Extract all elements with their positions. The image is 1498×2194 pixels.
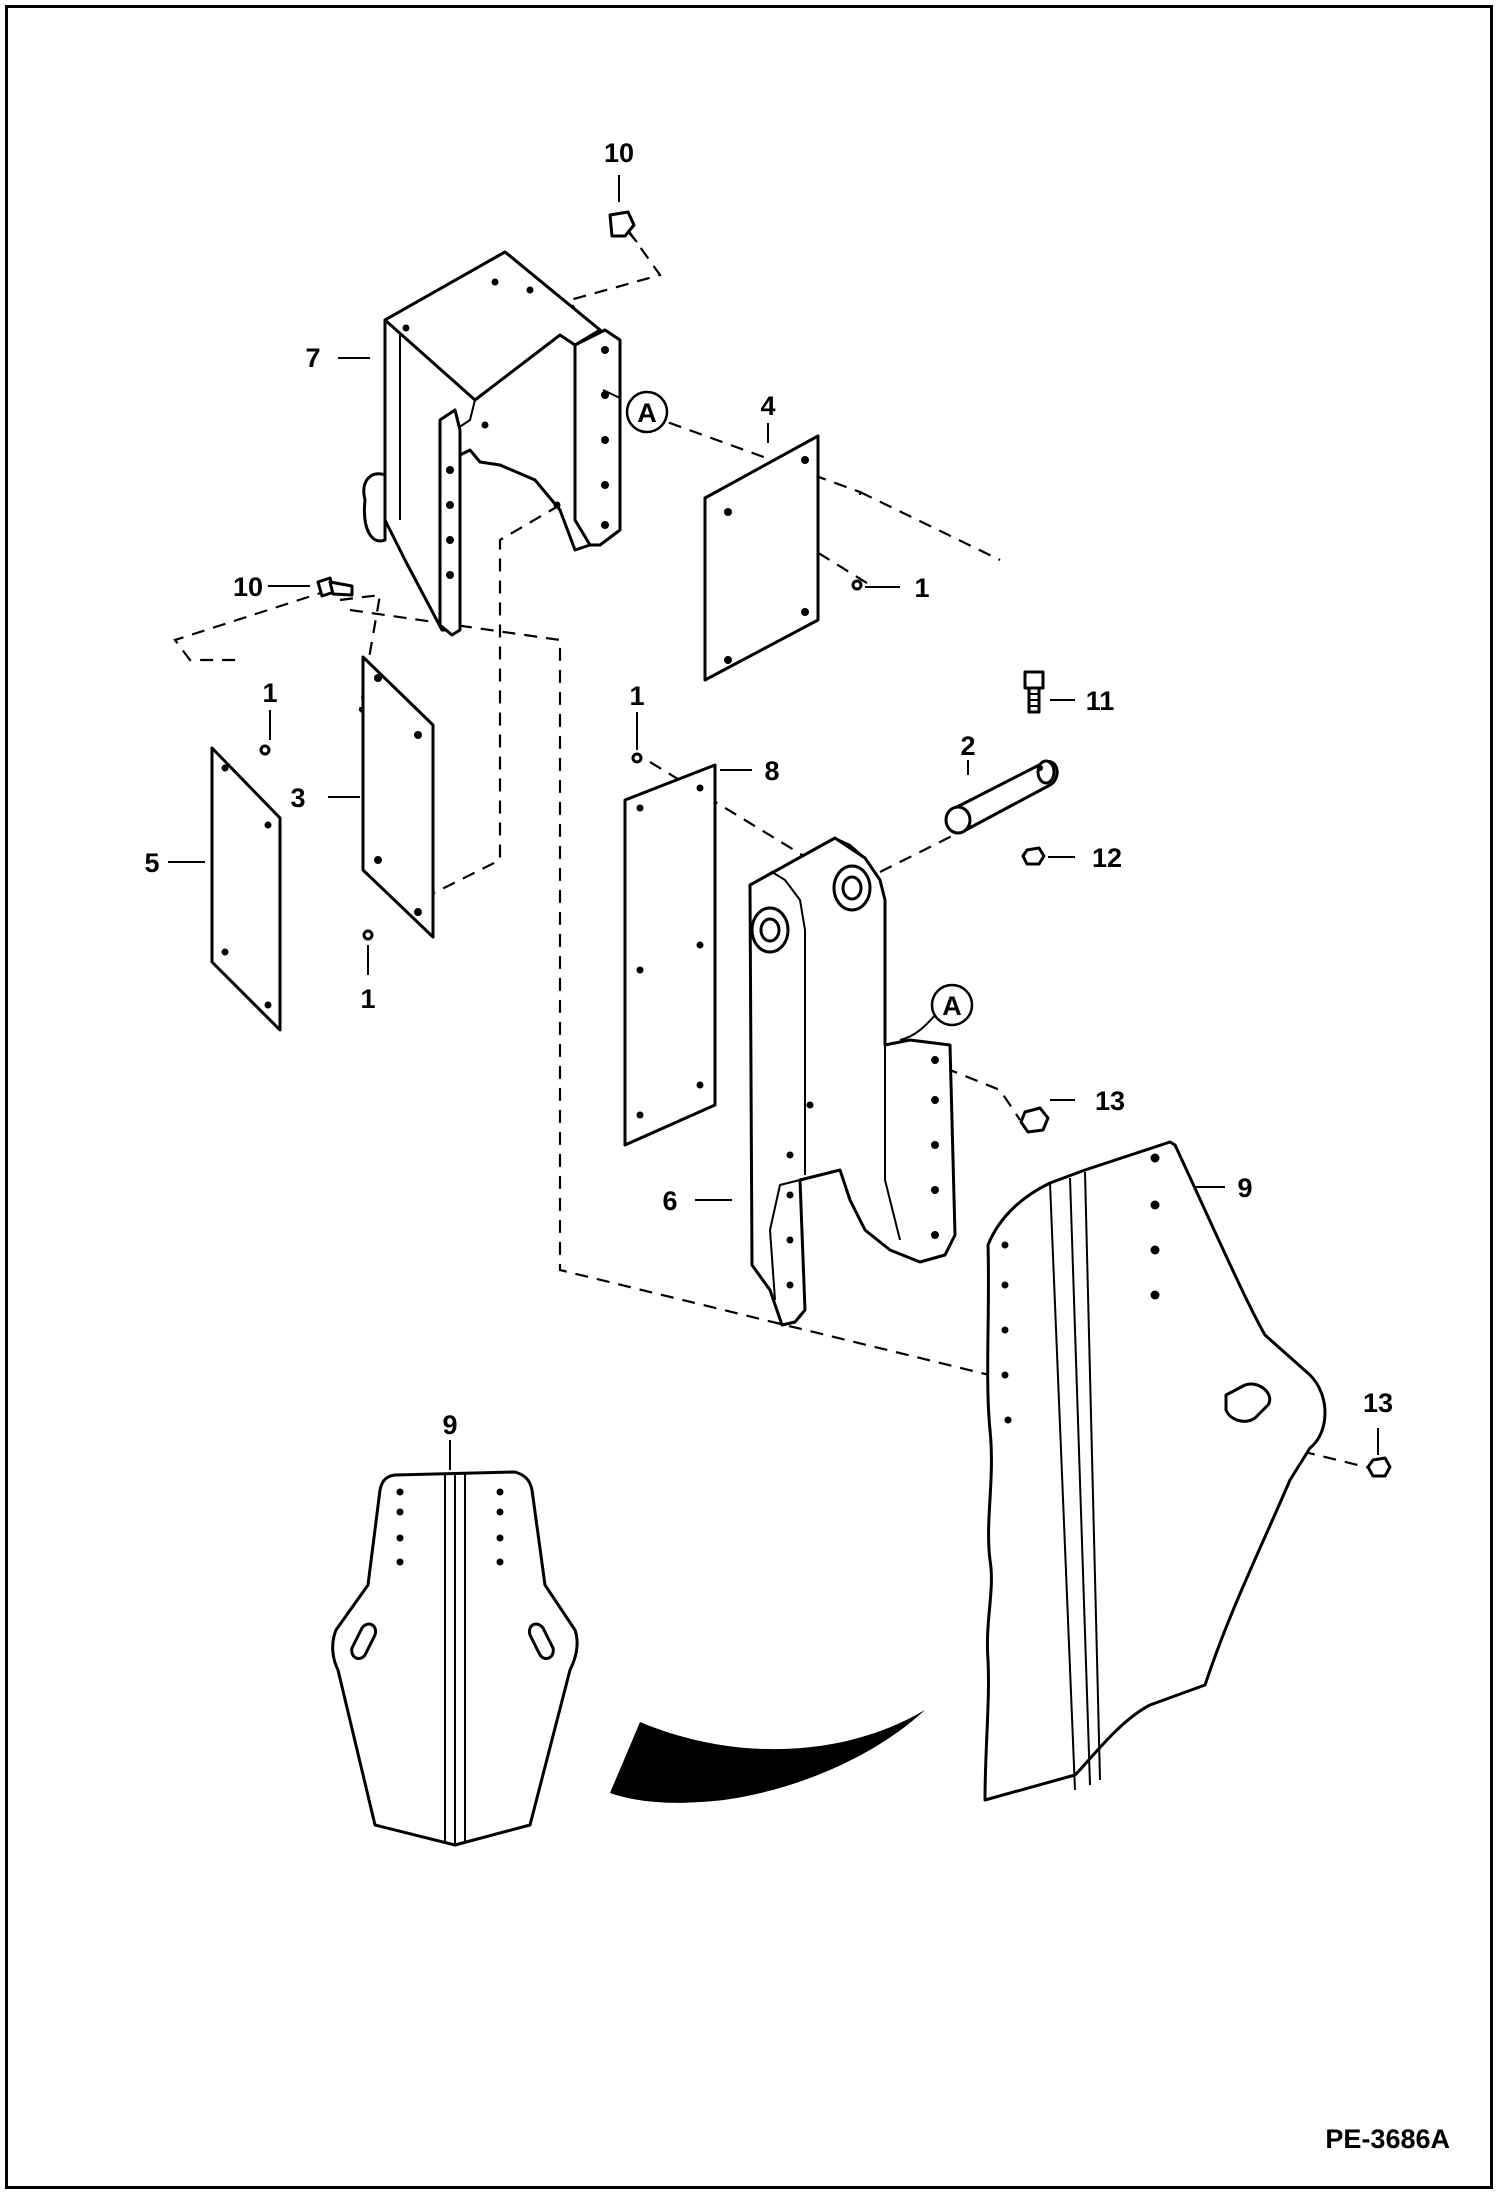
callout-1-plate8: 1 <box>629 681 644 711</box>
callout-labels: 10 7 4 10 1 1 3 5 1 1 8 11 2 12 13 9 6 1… <box>144 138 1393 1440</box>
view-rotation-arrow <box>610 1710 925 1803</box>
drawing-code: PE-3686A <box>1325 2124 1450 2154</box>
callout-6: 6 <box>662 1186 677 1216</box>
callout-2: 2 <box>960 731 975 761</box>
part-11-bolt <box>1023 670 1045 714</box>
callout-9-front: 9 <box>442 1410 457 1440</box>
callout-1-plate5: 1 <box>262 678 277 708</box>
part-13-nut-upper <box>1019 1106 1050 1134</box>
callout-10-left: 10 <box>233 572 263 602</box>
callout-5: 5 <box>144 848 159 878</box>
callout-13-lower: 13 <box>1363 1388 1393 1418</box>
part-6-arm-bracket <box>748 836 957 1327</box>
leader-lines <box>168 175 1379 1470</box>
part-4-plate <box>703 434 820 682</box>
callout-9-right: 9 <box>1237 1173 1252 1203</box>
part-13-nut-lower <box>1366 1456 1392 1478</box>
svg-text:A: A <box>637 398 657 428</box>
part-9-shield-side <box>983 1140 1327 1802</box>
part-10-bolt-top <box>608 210 638 243</box>
part-9-shield-front <box>331 1470 579 1847</box>
callout-13-upper: 13 <box>1095 1086 1125 1116</box>
callout-12: 12 <box>1092 843 1122 873</box>
part-1-bolts <box>259 579 863 941</box>
callout-7: 7 <box>305 343 320 373</box>
part-2-pin <box>944 759 1059 835</box>
diagram-frame <box>5 5 1493 2189</box>
callout-3: 3 <box>290 783 305 813</box>
callout-8: 8 <box>764 756 779 786</box>
part-10-bolt-left <box>316 576 354 598</box>
part-7-upper-bracket <box>362 250 622 637</box>
part-3-plate <box>361 655 435 939</box>
svg-text:A: A <box>942 991 962 1021</box>
callout-1-plate3: 1 <box>360 984 375 1014</box>
callout-10-top: 10 <box>604 138 634 168</box>
callout-11: 11 <box>1086 686 1115 716</box>
part-8-plate <box>623 763 717 1147</box>
marker-a-upper: A <box>625 390 669 434</box>
marker-a-lower: A <box>930 983 974 1027</box>
part-12-nut <box>1021 846 1046 866</box>
callout-1-plate4: 1 <box>914 573 929 603</box>
callout-4: 4 <box>760 391 775 421</box>
part-5-plate <box>210 746 282 1032</box>
